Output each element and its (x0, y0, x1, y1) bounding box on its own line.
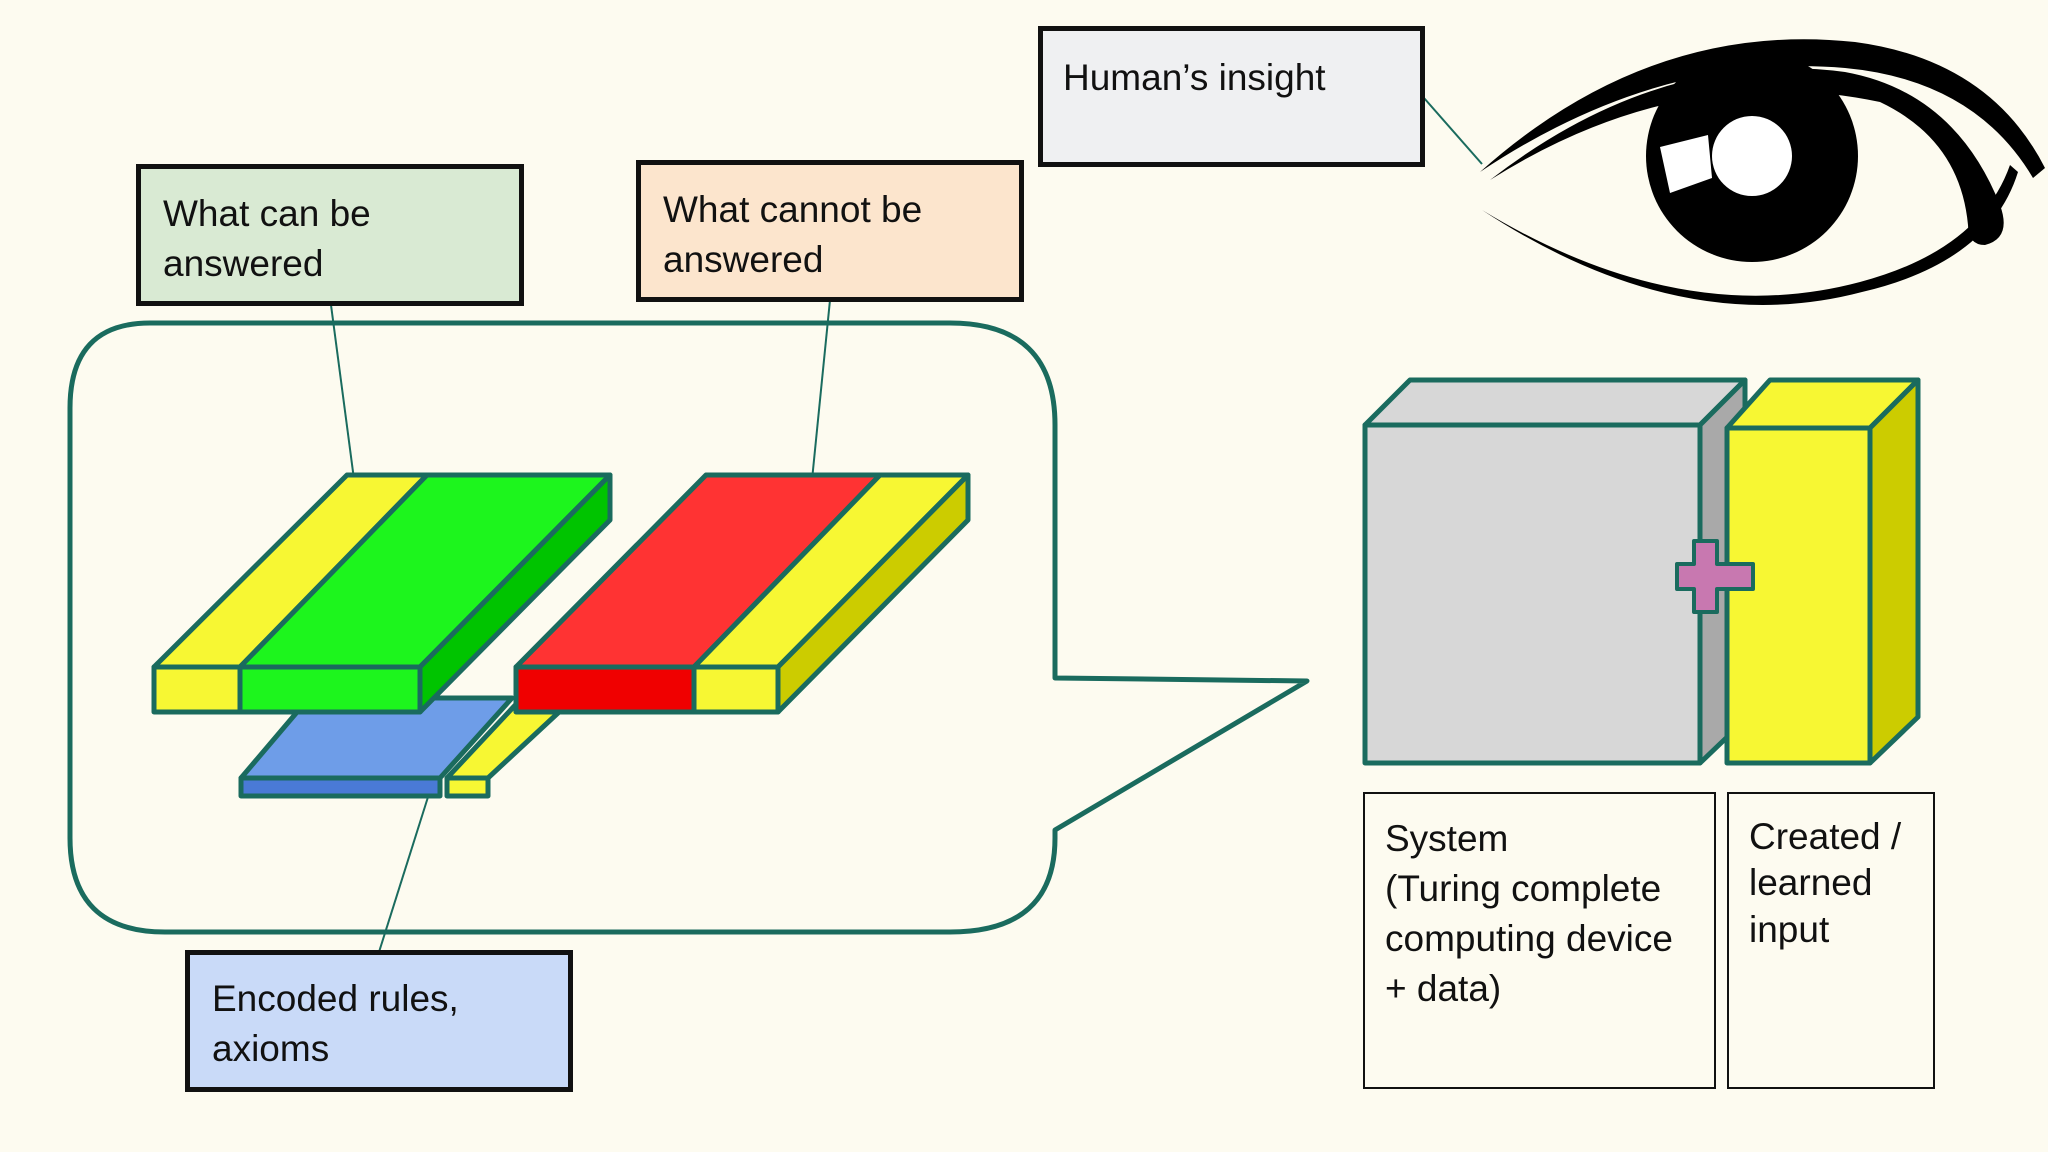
system-cube-front (1362, 422, 1703, 766)
input-block-front (1724, 425, 1873, 766)
eye-icon (1480, 39, 2045, 305)
cannot-answer-label-box: What cannot be answered (636, 160, 1024, 302)
speech-bubble (67, 320, 1310, 935)
leader-line-encoded-rules (378, 796, 429, 953)
can-answer-label: What can be answered (163, 193, 371, 284)
created-input-label: Created / learned input (1749, 816, 1902, 950)
insight-label: Human’s insight (1063, 57, 1326, 98)
can-answer-label-box: What can be answered (136, 164, 524, 306)
cannot-answer-label: What cannot be answered (663, 189, 923, 280)
left-slab-green-front (237, 664, 423, 715)
system-label: System (Turing complete computing device… (1385, 818, 1673, 1009)
left-slab-yellow-front (151, 664, 243, 715)
right-slab-red-front (513, 664, 697, 715)
input-block-side (1867, 377, 1921, 766)
system-cube-top (1362, 377, 1748, 428)
plus-icon (1675, 539, 1755, 614)
encoded-rules-label-box: Encoded rules, axioms (185, 950, 573, 1092)
created-input-label-box: Created / learned input (1727, 792, 1935, 1089)
encoded-rules-label: Encoded rules, axioms (212, 978, 459, 1069)
system-label-box: System (Turing complete computing device… (1363, 792, 1716, 1089)
blue-slab-front (238, 775, 443, 799)
insight-label-box: Human’s insight (1038, 26, 1425, 167)
small-yellow-slab-front (444, 775, 491, 799)
right-slab-yellow-front (691, 664, 781, 715)
leader-line-insight (1423, 97, 1483, 165)
